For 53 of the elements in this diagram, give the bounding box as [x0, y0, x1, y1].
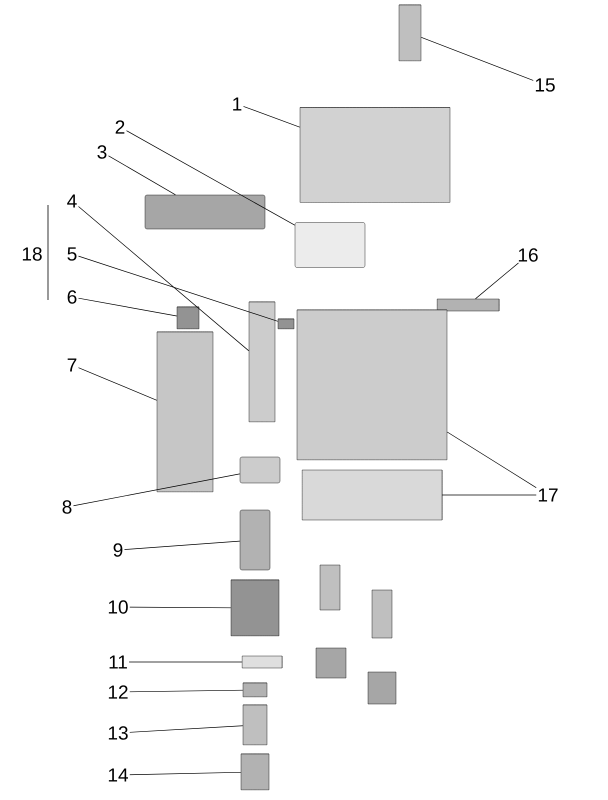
leader-line [78, 256, 278, 322]
part-cylinder [296, 310, 448, 460]
part-box [240, 510, 270, 570]
leader-line [475, 262, 519, 300]
part-cylinder [398, 4, 422, 62]
callout-number: 9 [114, 543, 122, 557]
part-cylinder [230, 580, 280, 636]
leader-line [129, 606, 232, 608]
callout-number: 14 [108, 768, 128, 782]
leader-line [108, 155, 176, 196]
callout-number: 2 [116, 120, 124, 134]
part-box [240, 456, 280, 484]
leader-line [124, 540, 240, 550]
leader-line [78, 206, 250, 352]
leader-line [73, 474, 240, 506]
leader-line [442, 494, 537, 496]
callout-number: 7 [68, 358, 76, 372]
part-cylinder [240, 754, 270, 790]
callout-number: 3 [97, 145, 106, 159]
callout-number: 13 [108, 726, 128, 740]
callout-number: 15 [536, 78, 555, 92]
part-cylinder [248, 302, 276, 422]
part-box [294, 222, 366, 268]
callout-number: 10 [108, 600, 128, 614]
leader-line [243, 106, 300, 128]
part-cylinder [176, 306, 200, 330]
callout-number: 4 [67, 194, 77, 208]
callout-number: 16 [518, 248, 538, 262]
leader-line [78, 367, 158, 401]
leader-line [78, 298, 178, 316]
part-cylinder [242, 656, 282, 668]
part-cylinder [436, 298, 500, 312]
part-cylinder [302, 470, 442, 520]
callout-number: 11 [110, 655, 127, 669]
part-cylinder [278, 318, 294, 330]
callout-number: 1 [233, 97, 242, 111]
callout-number: 8 [62, 500, 72, 514]
leader-line [126, 130, 296, 226]
callout-number: 6 [68, 290, 76, 304]
part-cylinder [156, 332, 214, 492]
callout-number: 12 [108, 685, 128, 699]
callout-number: 5 [67, 247, 76, 261]
part-cylinder [300, 107, 450, 203]
callout-number: 17 [538, 488, 558, 502]
leader-line [129, 690, 244, 692]
part-box [144, 194, 266, 230]
leader-line [129, 725, 244, 733]
part-cylinder [242, 682, 268, 698]
part-cylinder [242, 704, 268, 746]
callout-number: 18 [22, 247, 42, 261]
leader-line [129, 772, 242, 776]
leader-line [446, 432, 537, 488]
leader-line [420, 36, 534, 81]
